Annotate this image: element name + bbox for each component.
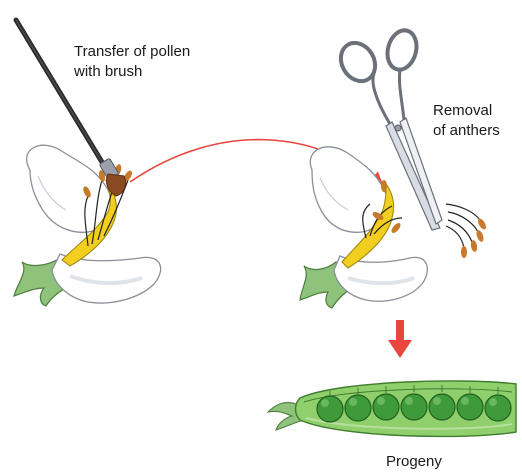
label-progeny: Progeny [386,452,442,472]
label-transfer-line-2: with brush [74,62,190,82]
label-transfer-line-1: Transfer of pollen [74,42,190,62]
down-arrow [388,320,412,358]
pea [457,394,483,420]
pea [345,395,371,421]
left-flower [14,145,161,306]
removed-anthers [446,204,488,258]
label-removal-line-2: of anthers [433,121,500,141]
pea [485,395,511,421]
pea [373,394,399,420]
pea-pod-icon [268,381,516,437]
label-progeny-text: Progeny [386,452,442,472]
pea [401,394,427,420]
label-transfer-of-pollen: Transfer of pollen with brush [74,42,190,82]
pea [429,394,455,420]
label-removal-line-1: Removal [433,101,500,121]
label-removal-of-anthers: Removal of anthers [433,101,500,141]
pea [317,396,343,422]
